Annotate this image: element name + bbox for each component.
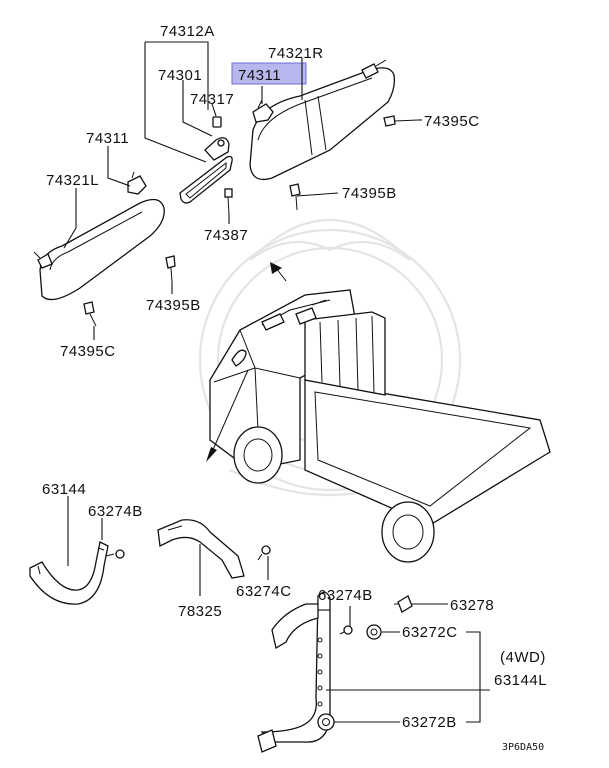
- label-74312A: 74312A: [160, 23, 215, 40]
- sun-visor-left[interactable]: [33, 198, 165, 301]
- label-74321L: 74321L: [46, 172, 99, 189]
- visor-screw-left-lower[interactable]: [83, 301, 97, 327]
- clip-63278[interactable]: [394, 595, 413, 613]
- diagram-code: 3P6DA50: [502, 742, 544, 753]
- label-74395C-right: 74395C: [424, 113, 480, 130]
- sun-visor-right[interactable]: [249, 59, 396, 181]
- assist-grip-78325[interactable]: [157, 519, 245, 579]
- label-74321R: 74321R: [268, 45, 324, 62]
- cap-63272B[interactable]: [317, 713, 335, 731]
- screw-74387[interactable]: [224, 188, 233, 215]
- inside-mirror[interactable]: [179, 137, 233, 204]
- bolt-63274C[interactable]: [257, 545, 271, 561]
- bolt-63274B-right[interactable]: [339, 625, 353, 635]
- mirror-clip[interactable]: [212, 116, 222, 128]
- strap-63144L[interactable]: [257, 591, 331, 753]
- label-63272C: 63272C: [402, 624, 458, 641]
- visor-holder-right[interactable]: [252, 99, 274, 123]
- label-63272B: 63272B: [402, 714, 457, 731]
- visor-screw-mid[interactable]: [289, 183, 301, 211]
- visor-screw-right[interactable]: [383, 115, 419, 127]
- truck-illustration: [206, 262, 551, 563]
- label-74387: 74387: [204, 227, 248, 244]
- cap-63272C[interactable]: [366, 624, 382, 640]
- label-63274B-left: 63274B: [88, 503, 143, 520]
- label-74395B-low: 74395B: [146, 297, 201, 314]
- label-74395C-low: 74395C: [60, 343, 116, 360]
- label-78325: 78325: [178, 603, 222, 620]
- label-63274B-right: 63274B: [318, 587, 373, 604]
- visor-screw-left-upper[interactable]: [165, 255, 176, 283]
- label-74301: 74301: [158, 67, 202, 84]
- strap-63144[interactable]: [29, 541, 109, 605]
- label-63278: 63278: [450, 597, 494, 614]
- label-4wd: (4WD): [500, 649, 546, 666]
- label-63274C: 63274C: [236, 583, 292, 600]
- visor-holder-left[interactable]: [127, 171, 147, 195]
- leader-lines: [63, 41, 490, 723]
- label-74395B-mid: 74395B: [342, 185, 397, 202]
- label-74317: 74317: [190, 91, 234, 108]
- highlight-box: [231, 62, 307, 85]
- label-74311-left: 74311: [86, 130, 129, 147]
- label-74311-highlighted[interactable]: 74311: [238, 67, 281, 84]
- bolt-63274B-left[interactable]: [105, 549, 125, 559]
- label-63144L: 63144L: [494, 672, 547, 689]
- label-63144: 63144: [42, 481, 86, 498]
